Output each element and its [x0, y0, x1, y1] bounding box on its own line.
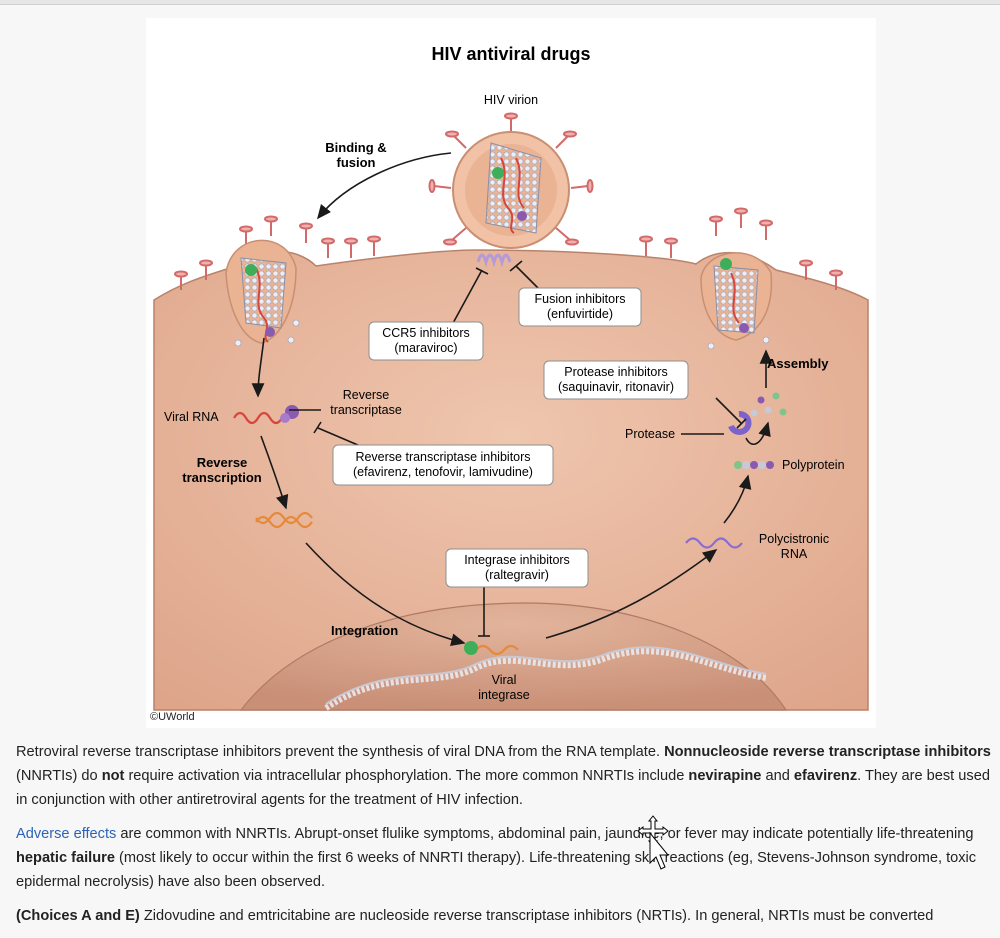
explanation-text: Retroviral reverse transcriptase inhibit…	[16, 740, 998, 938]
rt-inhibitors-box: Reverse transcriptase inhibitors (efavir…	[332, 444, 554, 486]
svg-text:(efavirenz, tenofovir, lamivud: (efavirenz, tenofovir, lamivudine)	[353, 465, 533, 479]
p1-bold-not: not	[101, 768, 125, 784]
polycistronic-label-2: RNA	[781, 547, 808, 561]
p1-text-c: (NNRTIs) do	[16, 768, 102, 784]
membrane-receptors	[174, 207, 843, 290]
svg-text:(raltegravir): (raltegravir)	[485, 568, 549, 582]
assembly-components	[750, 392, 787, 417]
integration-site	[464, 641, 519, 656]
hiv-drugs-figure: Fusion inhibitors (enfuvirtide) CCR5 inh…	[146, 18, 876, 728]
p1-text-e: require activation via intracellular pho…	[124, 768, 689, 784]
svg-text:Fusion inhibitors: Fusion inhibitors	[534, 292, 625, 306]
figure-title: HIV antiviral drugs	[431, 44, 590, 64]
rt-label: Reverse	[343, 388, 390, 402]
top-border	[0, 0, 1000, 5]
hiv-virion	[428, 112, 594, 249]
integrase-inhibitors-box: Integrase inhibitors (raltegravir)	[445, 548, 589, 588]
p2-text-c: (most likely to occur within the first 6…	[16, 850, 977, 890]
integration-label: Integration	[331, 623, 398, 638]
polyprotein-label: Polyprotein	[782, 458, 845, 472]
svg-text:CCR5 inhibitors: CCR5 inhibitors	[382, 326, 470, 340]
protease-enzyme	[728, 411, 752, 435]
entering-virion	[225, 239, 300, 347]
svg-text:(enfuvirtide): (enfuvirtide)	[547, 307, 613, 321]
p2-bold-hepatic-failure: hepatic failure	[16, 850, 115, 866]
rt-label-2: transcriptase	[330, 403, 402, 417]
cell-nucleus	[239, 602, 788, 711]
svg-text:(saquinavir, ritonavir): (saquinavir, ritonavir)	[558, 380, 674, 394]
explanation-paragraph-1: Retroviral reverse transcriptase inhibit…	[16, 740, 998, 812]
budding-virion	[700, 252, 773, 350]
p1-text-a: Retroviral reverse transcriptase inhibit…	[16, 744, 665, 760]
viral-integrase-label-2: integrase	[478, 688, 529, 702]
explanation-paragraph-2: Adverse effects are common with NNRTIs. …	[16, 822, 998, 894]
viral-rna-strand	[233, 405, 299, 425]
p3-bold-choices: (Choices A and E)	[16, 908, 140, 924]
p1-bold-nnrti: Nonnucleoside reverse transcriptase inhi…	[664, 744, 991, 760]
binding-fusion-label: Binding &	[325, 140, 386, 155]
p2-text-a: are common with NNRTIs. Abrupt-onset flu…	[116, 826, 974, 842]
p3-text-b: Zidovudine and emtricitabine are nucleos…	[139, 908, 934, 924]
ccr5-inhibitors-box: CCR5 inhibitors (maraviroc)	[368, 321, 484, 361]
svg-text:Reverse transcriptase inhibito: Reverse transcriptase inhibitors	[355, 450, 530, 464]
viral-integrase-label: Viral	[492, 673, 517, 687]
p1-text-i: . They are best used in conjunction with…	[16, 768, 990, 808]
rt-step-label: Reverse	[197, 455, 248, 470]
protease-inhibitors-box: Protease inhibitors (saquinavir, ritonav…	[543, 360, 689, 400]
move-cursor-icon	[638, 815, 670, 870]
p1-bold-nevirapine: nevirapine	[688, 768, 762, 784]
ccr5-receptor	[476, 253, 512, 268]
explanation-paragraph-3: (Choices A and E) Zidovudine and emtrici…	[16, 904, 998, 928]
protease-label: Protease	[625, 427, 675, 441]
p1-text-g: and	[761, 768, 794, 784]
p1-bold-efavirenz: efavirenz	[793, 768, 858, 784]
fusion-inhibitors-box: Fusion inhibitors (enfuvirtide)	[518, 287, 642, 327]
figure-illustration: Fusion inhibitors (enfuvirtide) CCR5 inh…	[153, 44, 869, 711]
svg-text:(maraviroc): (maraviroc)	[394, 341, 457, 355]
polycistronic-rna	[685, 537, 743, 549]
copyright-notice: ©UWorld	[150, 711, 195, 723]
rt-step-label-2: transcription	[182, 470, 262, 485]
viral-dna	[255, 511, 313, 529]
polycistronic-label: Polycistronic	[759, 532, 829, 546]
polyprotein	[734, 461, 774, 469]
binding-fusion-label-2: fusion	[337, 155, 376, 170]
viral-rna-label: Viral RNA	[164, 410, 219, 424]
svg-text:Protease inhibitors: Protease inhibitors	[564, 365, 668, 379]
svg-text:Integrase inhibitors: Integrase inhibitors	[464, 553, 570, 567]
hiv-virion-label: HIV virion	[484, 93, 538, 107]
assembly-label: Assembly	[767, 356, 829, 371]
pathway-arrows	[251, 152, 773, 646]
adverse-effects-link[interactable]: Adverse effects	[16, 826, 117, 842]
